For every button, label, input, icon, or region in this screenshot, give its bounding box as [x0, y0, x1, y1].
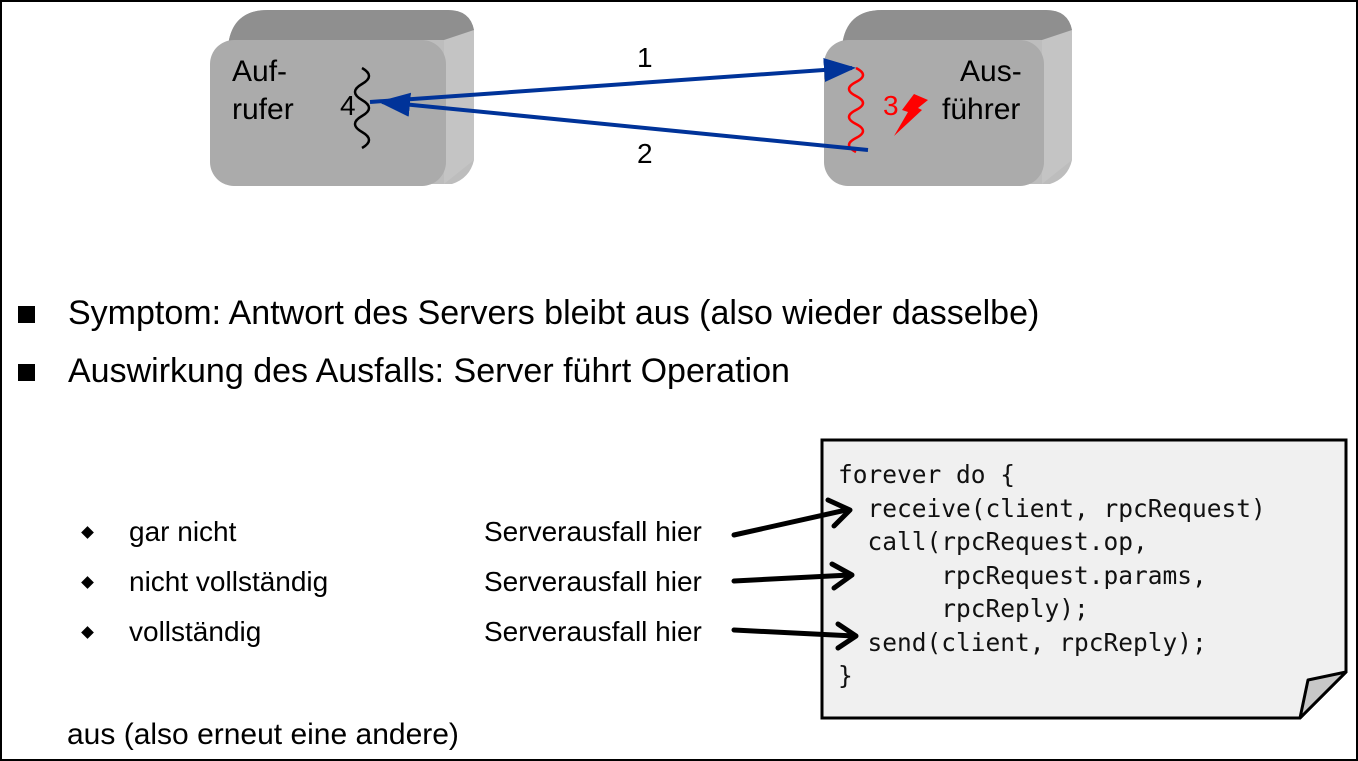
lightning-icon — [894, 94, 928, 136]
code-line: forever do { — [838, 460, 1016, 489]
executor-box — [824, 10, 1072, 186]
failure-arrow-2-head — [829, 561, 855, 591]
code-note — [820, 438, 1348, 720]
code-block: forever do { receive(client, rpcRequest)… — [838, 458, 1266, 693]
step-label-2: 2 — [637, 138, 653, 169]
caller-thread-wave — [353, 66, 371, 150]
bullet-text: Auswirkung des Ausfalls: Server führt Op… — [68, 352, 790, 390]
request-arrow — [369, 57, 856, 104]
code-line: rpcRequest.params, — [838, 560, 1207, 590]
sub-bullet-text: vollständig — [129, 616, 262, 647]
square-bullet-icon — [18, 364, 35, 381]
code-line: } — [838, 661, 853, 690]
failure-annotation: Serverausfall hier — [484, 566, 702, 597]
executor-label-line2: führer — [942, 93, 1021, 126]
sub-bullet-text: nicht vollständig — [129, 566, 329, 597]
caller-box — [210, 10, 474, 186]
caller-label-line1: Auf- — [232, 55, 288, 88]
failure-arrow-1 — [731, 507, 849, 538]
code-line: rpcReply); — [838, 594, 1089, 623]
executor-label-line1: Aus- — [960, 55, 1022, 88]
executor-thread-wave — [847, 66, 865, 154]
step-label-4: 4 — [340, 90, 356, 121]
failure-arrow-3-head — [835, 621, 859, 651]
failure-arrow-3 — [731, 627, 857, 639]
tail-text: aus (also erneut eine andere) — [67, 718, 459, 751]
bullet-text: Symptom: Antwort des Servers bleibt aus … — [68, 294, 1040, 332]
step-label-1: 1 — [637, 42, 653, 73]
failure-annotation: Serverausfall hier — [484, 516, 702, 547]
failure-arrow-2 — [731, 572, 853, 584]
code-line: send(client, rpcReply); — [838, 627, 1207, 657]
failure-annotation: Serverausfall hier — [484, 616, 702, 647]
code-line: receive(client, rpcRequest) — [838, 493, 1266, 523]
step-label-3: 3 — [883, 90, 899, 121]
caller-label-line2: rufer — [232, 93, 294, 126]
sub-bullet-text: gar nicht — [129, 516, 237, 547]
failure-arrows — [731, 497, 859, 651]
square-bullet-icon — [18, 306, 35, 323]
code-line: call(rpcRequest.op, — [838, 527, 1148, 556]
failure-arrow-1-head — [825, 497, 853, 529]
reply-line — [378, 92, 869, 152]
